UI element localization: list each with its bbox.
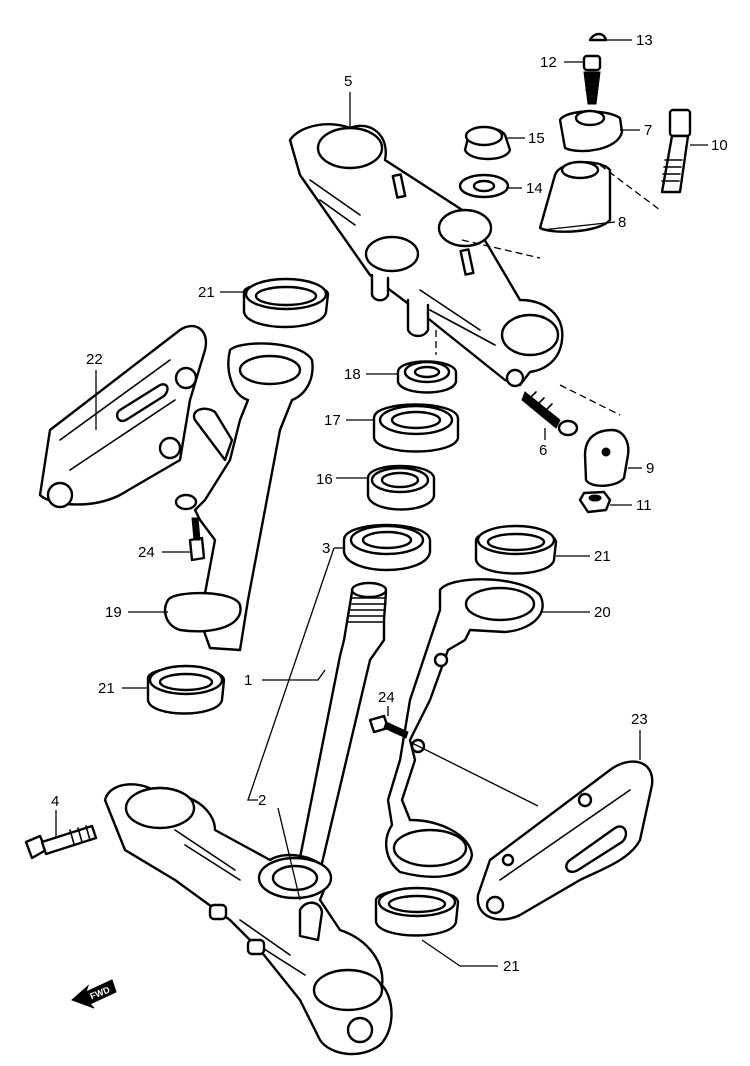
callout-21-top-left: 21: [198, 284, 215, 301]
callout-21-mid-left: 21: [98, 680, 115, 697]
seal-21-mid-left[interactable]: [146, 664, 226, 715]
bearing-16[interactable]: [366, 464, 436, 511]
holder-bolt-12[interactable]: [582, 54, 602, 105]
dust-seal-17[interactable]: [372, 403, 460, 453]
callout-24-right: 24: [378, 689, 395, 706]
callout-18: 18: [344, 366, 361, 383]
seal-21-top-left[interactable]: [242, 277, 330, 329]
callout-3: 3: [322, 540, 330, 557]
callout-6: 6: [539, 442, 547, 459]
callout-1: 1: [244, 672, 252, 689]
callout-23: 23: [631, 711, 648, 728]
lock-nut-18[interactable]: [396, 360, 458, 394]
nut-11[interactable]: [578, 490, 612, 514]
callout-9: 9: [646, 460, 654, 477]
cover-22[interactable]: [38, 324, 208, 509]
stem-nut[interactable]: [463, 125, 512, 161]
callout-7: 7: [644, 122, 652, 139]
bearing-3[interactable]: [342, 523, 432, 572]
seal-21-upper-right[interactable]: [474, 524, 558, 575]
callout-12: 12: [540, 54, 557, 71]
leader-1: [262, 669, 326, 681]
callout-10: 10: [711, 137, 728, 154]
callout-24-left: 24: [138, 544, 155, 561]
callout-2: 2: [258, 792, 266, 809]
lower-bracket[interactable]: [103, 783, 393, 1056]
cable-guide-19[interactable]: [164, 342, 314, 652]
fwd-direction-arrow: FWD: [71, 979, 117, 1009]
leader-8: [541, 221, 616, 231]
stem-washer[interactable]: [458, 173, 510, 199]
holder-bolt-10[interactable]: [660, 108, 692, 194]
handlebar-holder-lower[interactable]: [538, 160, 612, 233]
leader-2: [277, 807, 301, 901]
callout-4: 4: [51, 793, 59, 810]
bolt-24-left[interactable]: [188, 517, 206, 562]
callout-11: 11: [636, 497, 652, 514]
bolt-axis: [559, 384, 621, 416]
cap-9[interactable]: [583, 428, 630, 487]
steering-stem[interactable]: [294, 581, 388, 882]
callout-5: 5: [344, 73, 352, 90]
pinch-bolt-6[interactable]: [521, 391, 579, 437]
callout-21-upper-right: 21: [594, 548, 611, 565]
handlebar-holder-upper[interactable]: [558, 109, 624, 153]
holder-axis: [461, 164, 661, 259]
cap-13[interactable]: [588, 32, 608, 42]
cover-23[interactable]: [476, 760, 654, 921]
bolt-24-right[interactable]: [368, 714, 409, 739]
callout-16: 16: [316, 471, 333, 488]
callout-19: 19: [105, 604, 122, 621]
seal-21-bottom[interactable]: [374, 886, 460, 937]
callout-15: 15: [528, 130, 545, 147]
callout-20: 20: [594, 604, 611, 621]
leader-21d: [421, 939, 498, 967]
cable-guide-20[interactable]: [384, 578, 544, 878]
pinch-bolt-4[interactable]: [24, 824, 98, 860]
upper-bracket[interactable]: [288, 123, 564, 388]
callout-21-bottom: 21: [503, 958, 520, 975]
leader-3-bracket: [247, 547, 335, 801]
callout-22: 22: [86, 351, 103, 368]
callout-13: 13: [636, 32, 653, 49]
callout-14: 14: [526, 180, 543, 197]
callout-17: 17: [324, 412, 341, 429]
bolt-24-axis: [409, 741, 539, 807]
callout-8: 8: [618, 214, 626, 231]
